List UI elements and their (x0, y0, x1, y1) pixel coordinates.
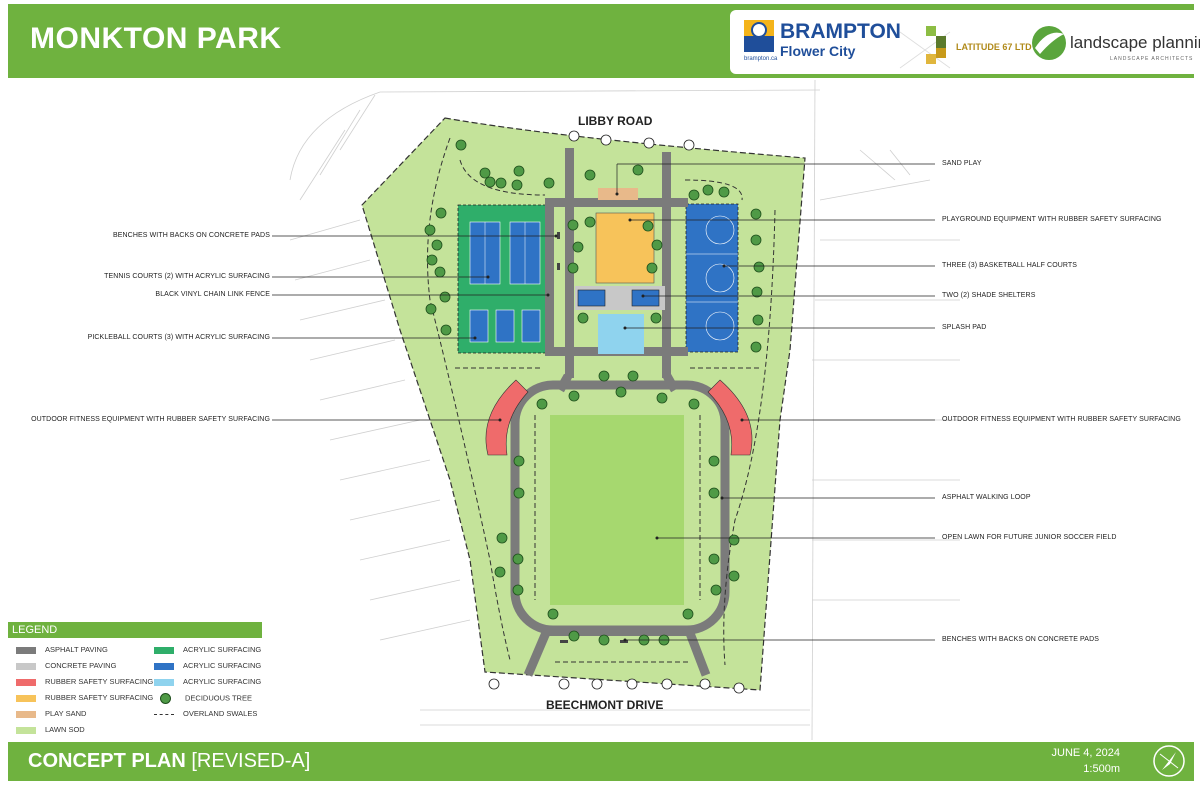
legend-item: ACRYLIC SURFACING (154, 645, 261, 655)
legend-swatch (16, 694, 36, 702)
legend-swatch (154, 678, 174, 686)
legend-swatch (16, 646, 36, 654)
label-sand-play: SAND PLAY (942, 160, 982, 167)
lp-sub: LANDSCAPE ARCHITECTS (1110, 56, 1193, 62)
legend-title: LEGEND (8, 622, 262, 638)
legend-label: ACRYLIC SURFACING (183, 661, 262, 670)
page-title: MONKTON PARK (30, 22, 282, 55)
splash-pad (598, 314, 644, 354)
legend-swatch (16, 662, 36, 670)
leader-dots (473, 192, 744, 642)
brampton-name: BRAMPTON (780, 20, 901, 43)
legend-item: RUBBER SAFETY SURFACING (16, 677, 153, 687)
label-shade-shelters: TWO (2) SHADE SHELTERS (942, 292, 1036, 299)
overland-swales (427, 137, 776, 666)
benches (557, 232, 628, 643)
label-fitness-west: OUTDOOR FITNESS EQUIPMENT WITH RUBBER SA… (31, 416, 270, 423)
north-arrow-icon (1153, 745, 1185, 777)
label-soccer-lawn: OPEN LAWN FOR FUTURE JUNIOR SOCCER FIELD (942, 534, 1117, 541)
legend-swatch (16, 726, 36, 734)
footer-bar: CONCEPT PLAN [REVISED-A] JUNE 4, 2024 1:… (8, 742, 1194, 781)
legend-label: PLAY SAND (45, 709, 87, 718)
road-label-south: BEECHMONT DRIVE (546, 698, 664, 712)
fitness-area-west (485, 379, 529, 456)
label-fitness-east: OUTDOOR FITNESS EQUIPMENT WITH RUBBER SA… (942, 416, 1181, 423)
legend-label: RUBBER SAFETY SURFACING (45, 693, 154, 702)
label-walking-loop: ASPHALT WALKING LOOP (942, 494, 1031, 501)
legend-item: LAWN SOD (16, 725, 85, 735)
legend-item: CONCRETE PAVING (16, 661, 116, 671)
fitness-area-east (707, 379, 753, 456)
leader-lines (272, 163, 935, 641)
legend-label: ACRYLIC SURFACING (183, 645, 262, 654)
brampton-tagline: Flower City (780, 43, 856, 59)
legend-swatch (154, 713, 174, 715)
label-pickleball: PICKLEBALL COURTS (3) WITH ACRYLIC SURFA… (87, 334, 270, 341)
legend-label: ASPHALT PAVING (45, 645, 108, 654)
plan-revision: [REVISED-A] (191, 750, 311, 772)
legend-swatch (16, 678, 36, 686)
legend-item: RUBBER SAFETY SURFACING (16, 693, 153, 703)
plan-date: JUNE 4, 2024 (1051, 747, 1120, 759)
legend-label: DECIDUOUS TREE (185, 693, 252, 703)
legend-item: ACRYLIC SURFACING (154, 661, 261, 671)
shade-shelter (577, 289, 606, 307)
legend-item: PLAY SAND (16, 709, 86, 719)
legend-label: CONCRETE PAVING (45, 661, 117, 670)
logo-panel: BRAMPTON Flower City brampton.ca LATITUD… (730, 10, 1200, 74)
label-basketball: THREE (3) BASKETBALL HALF COURTS (942, 262, 1078, 269)
latitude-logo: LATITUDE 67 LTD (899, 26, 1032, 69)
plan-title-main: CONCEPT PLAN (28, 750, 186, 772)
plan-title: CONCEPT PLAN [REVISED-A] (28, 750, 310, 773)
legend: LEGEND ASPHALT PAVING CONCRETE PAVING RUBB… (8, 622, 262, 738)
legend-label: OVERLAND SWALES (183, 709, 258, 718)
legend-item: ACRYLIC SURFACING (154, 677, 261, 687)
soccer-lawn (550, 415, 684, 605)
legend-label: ACRYLIC SURFACING (183, 677, 262, 686)
legend-swatch (154, 646, 174, 654)
brampton-logo: BRAMPTON Flower City brampton.ca (744, 20, 901, 62)
header-bar: MONKTON PARK BRAMPTON Flower City brampt… (8, 4, 1200, 78)
legend-label: RUBBER SAFETY SURFACING (45, 677, 154, 686)
landscape-planning-logo: landscape planning LANDSCAPE ARCHITECTS (1032, 26, 1200, 62)
label-benches-south: BENCHES WITH BACKS ON CONCRETE PADS (942, 636, 1100, 643)
brampton-url: brampton.ca (744, 56, 778, 62)
legend-swatch (160, 693, 171, 704)
plan-scale: 1:500m (1083, 763, 1120, 775)
road-label-north: LIBBY ROAD (578, 114, 653, 128)
label-splash-pad: SPLASH PAD (942, 324, 987, 331)
latitude-name: LATITUDE 67 LTD (956, 42, 1032, 52)
label-fence: BLACK VINYL CHAIN LINK FENCE (155, 291, 270, 298)
street-trees (488, 130, 745, 694)
lp-name: landscape planning (1070, 33, 1200, 52)
basketball-courts (685, 203, 739, 353)
legend-label: LAWN SOD (45, 725, 85, 734)
label-playground: PLAYGROUND EQUIPMENT WITH RUBBER SAFETY … (942, 216, 1162, 223)
legend-swatch (154, 662, 174, 670)
label-benches-north: BENCHES WITH BACKS ON CONCRETE PADS (112, 232, 270, 239)
legend-swatch (16, 710, 36, 718)
surrounding-lots (289, 79, 960, 741)
logos: BRAMPTON Flower City brampton.ca LATITUD… (744, 20, 1200, 69)
label-tennis-courts: TENNIS COURTS (2) WITH ACRYLIC SURFACING (104, 273, 270, 280)
legend-item: OVERLAND SWALES (154, 709, 257, 719)
legend-item: ASPHALT PAVING (16, 645, 108, 655)
deciduous-trees (424, 139, 765, 646)
legend-item: DECIDUOUS TREE (154, 693, 252, 704)
shade-shelter (631, 289, 660, 307)
